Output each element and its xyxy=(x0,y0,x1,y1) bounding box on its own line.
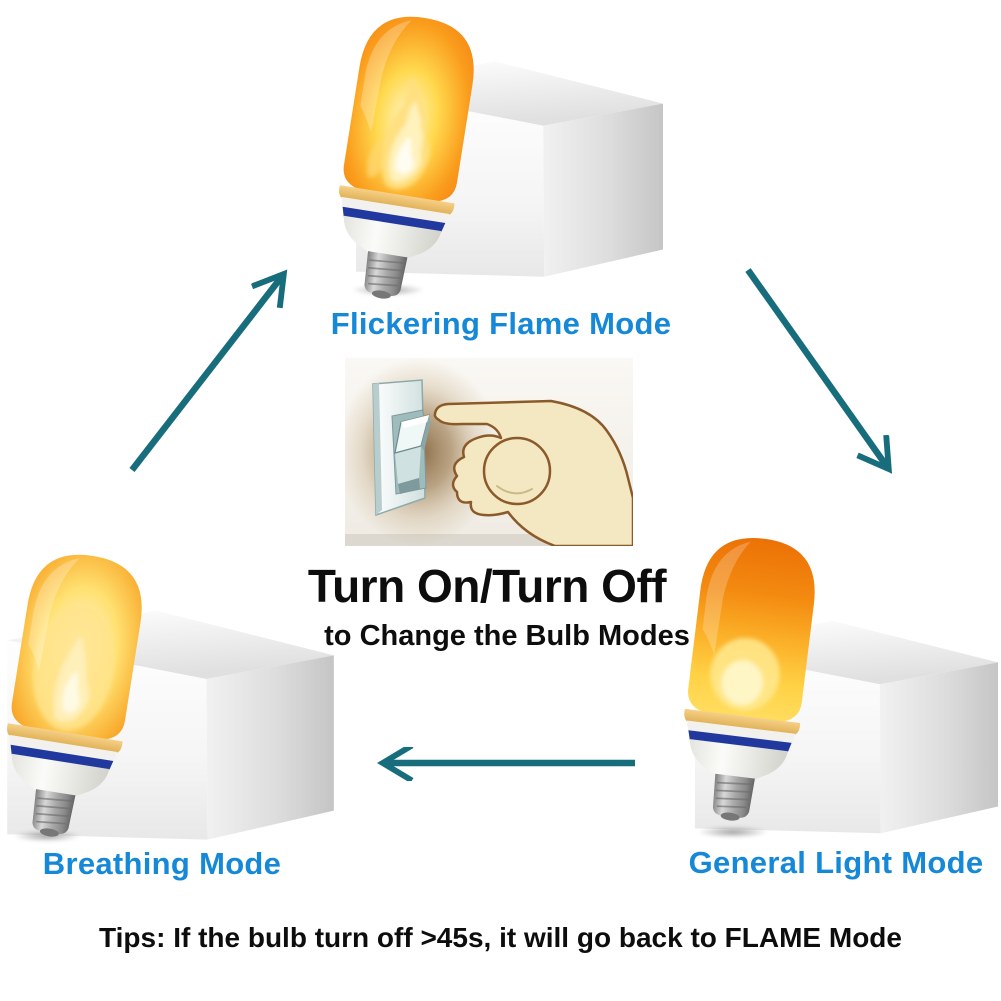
breathing-mode-label: Breathing Mode xyxy=(42,846,282,881)
general-light-mode-label: General Light Mode xyxy=(688,845,984,880)
arrow-left-icon xyxy=(372,747,635,781)
tips-text: Tips: If the bulb turn off >45s, it will… xyxy=(99,922,902,953)
arrow-up-right-icon xyxy=(129,258,298,472)
switch-press-illustration xyxy=(345,358,633,546)
pressing-hand-icon xyxy=(433,399,633,546)
flickering-flame-mode-label: Flickering Flame Mode xyxy=(330,306,672,341)
turn-on-off-subtitle: to Change the Bulb Modes xyxy=(324,620,690,652)
arrow-down-right-icon xyxy=(745,268,906,482)
turn-on-off-title: Turn On/Turn Off xyxy=(307,560,667,612)
bulb-shadow xyxy=(698,826,768,838)
flame-bulb-breathing-icon xyxy=(7,554,142,837)
light-switch-icon xyxy=(372,379,431,517)
flame-bulb-flickering-icon xyxy=(339,16,474,299)
flame-bulb-general-icon xyxy=(684,538,815,821)
